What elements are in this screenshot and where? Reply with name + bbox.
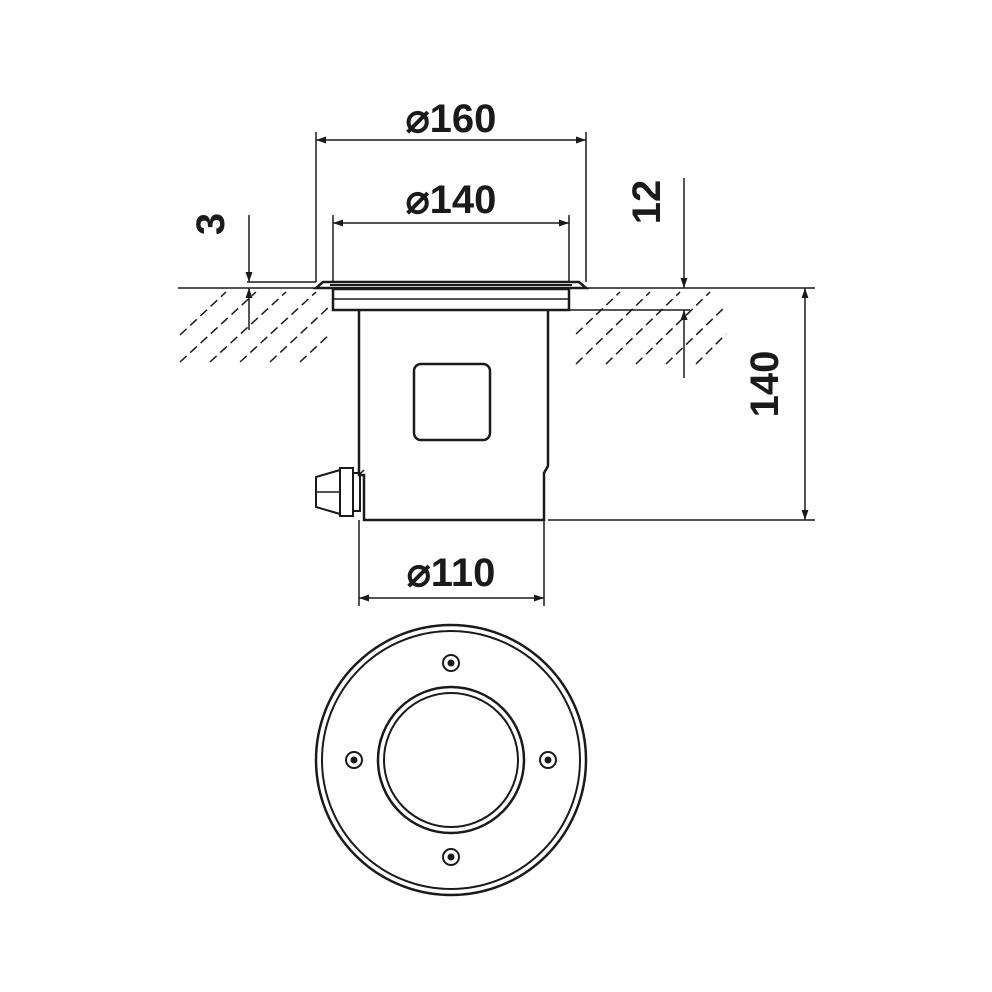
- dimension-body-diameter: ⌀110: [358, 520, 545, 606]
- body-diameter-value: 110: [431, 551, 496, 595]
- svg-text:⌀140: ⌀140: [406, 178, 497, 222]
- screw-left: [345, 751, 363, 769]
- housing-window: [412, 362, 492, 442]
- diameter-symbol-110: ⌀: [407, 551, 431, 595]
- svg-text:3: 3: [189, 213, 233, 235]
- dimension-inner-diameter: ⌀140: [332, 178, 570, 282]
- rim-height-value: 12: [625, 180, 669, 225]
- dimension-flange-height: 3: [189, 213, 316, 330]
- screw-bottom: [442, 848, 460, 866]
- cable-gland: [315, 467, 361, 517]
- top-view: [314, 623, 588, 897]
- lens-outer-circle: [376, 685, 526, 835]
- diameter-symbol-160: ⌀: [406, 97, 430, 141]
- dimension-rim-height: 12: [569, 178, 690, 378]
- lens-inner-circle: [383, 692, 519, 828]
- outer-diameter-value: 160: [430, 97, 497, 141]
- flange-height-value: 3: [189, 213, 233, 235]
- housing-body: [357, 310, 550, 522]
- side-view: [178, 280, 815, 522]
- dimension-outer-diameter: ⌀160: [315, 97, 587, 282]
- outer-ring-edge: [314, 623, 588, 897]
- inner-diameter-value: 140: [430, 178, 497, 222]
- screw-right: [539, 751, 557, 769]
- screw-top: [442, 654, 460, 672]
- svg-text:⌀160: ⌀160: [406, 97, 497, 141]
- svg-text:12: 12: [625, 180, 669, 225]
- dimensions: ⌀160 ⌀140 ⌀110 3: [189, 97, 815, 606]
- diameter-symbol-140: ⌀: [406, 178, 430, 222]
- ground-hatching-left: [179, 291, 331, 363]
- outer-ring-inner-edge: [321, 630, 581, 890]
- svg-text:⌀110: ⌀110: [407, 551, 496, 595]
- total-height-value: 140: [743, 351, 787, 418]
- ground-hatching-right: [575, 291, 727, 365]
- dimension-total-height: 140: [548, 288, 815, 521]
- svg-text:140: 140: [743, 351, 787, 418]
